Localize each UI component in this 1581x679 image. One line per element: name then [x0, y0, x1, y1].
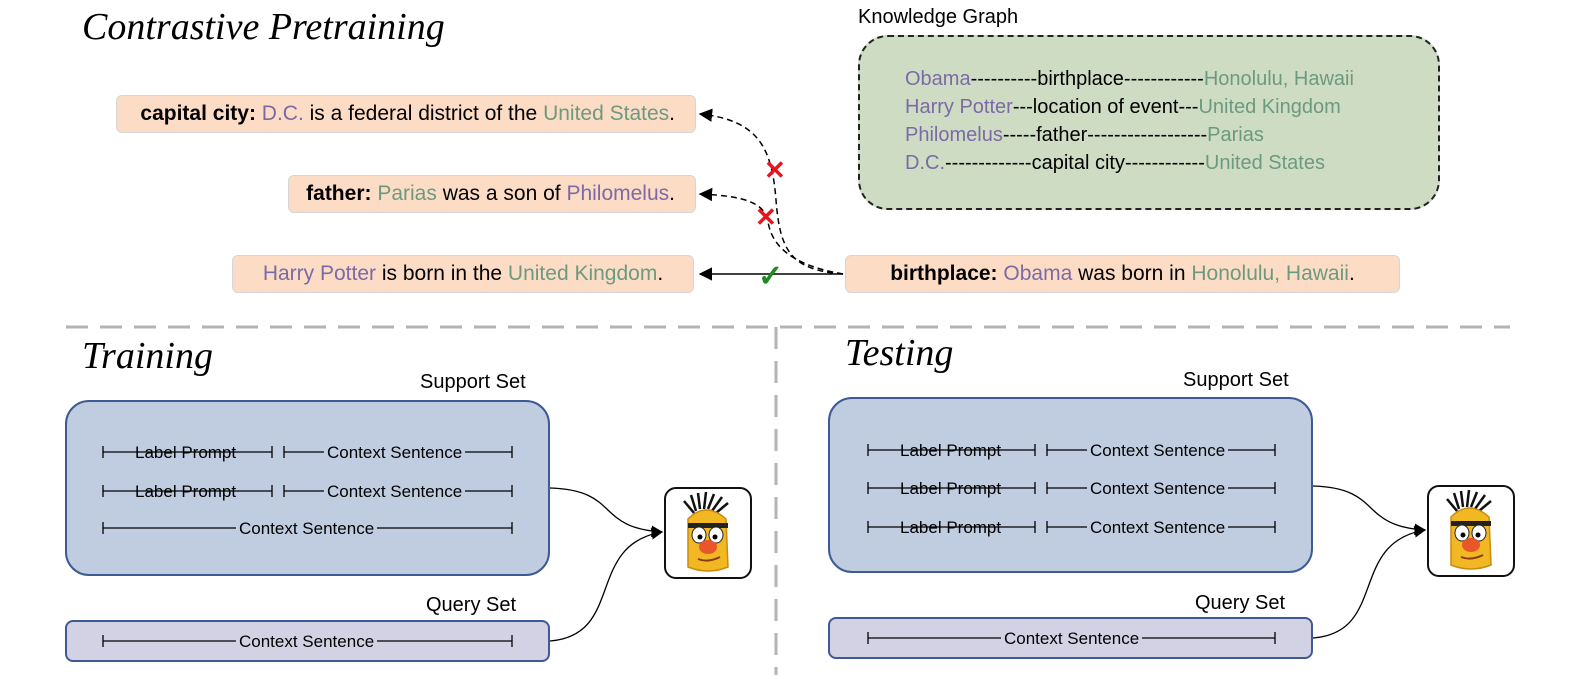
query-context-sentence: Context Sentence: [236, 633, 378, 650]
label-prompt-segment: Label Prompt: [900, 518, 1002, 537]
label-prompt-segment: Label Prompt: [135, 482, 237, 501]
head-entity: D.C.: [261, 102, 304, 125]
sentence-anchor-birthplace: birthplace: Obama was born in Honolulu, …: [845, 255, 1400, 293]
label-prompt-segment: Label Prompt: [900, 479, 1002, 498]
kg-head: Philomelus: [905, 124, 1003, 146]
cross-mark-icon: ✕: [755, 202, 777, 232]
kg-tail: United Kingdom: [1198, 96, 1341, 118]
training-support-set-label: Support Set: [420, 371, 526, 393]
context-sentence-segment: Context Sentence: [1087, 480, 1229, 497]
tail-entity: United States: [543, 102, 670, 125]
context-sentence-segment: Context Sentence: [236, 520, 378, 537]
negative-arrow-capital: [698, 108, 844, 275]
kg-triple: Philomelus-----father------------------P…: [905, 125, 1264, 145]
training-query-set-label: Query Set: [426, 594, 517, 616]
sentence-end: .: [1348, 262, 1355, 285]
sentence-father: father: Parias was a son of Philomelus.: [288, 175, 696, 213]
training-title: Training: [82, 335, 213, 377]
label-prompt-segment: Label Prompt: [135, 443, 237, 462]
kg-relation: -----father------------------: [1002, 124, 1208, 146]
tail-entity: Parias: [377, 182, 437, 205]
relation-label: capital city:: [140, 102, 256, 125]
head-entity: Harry Potter: [262, 262, 377, 285]
testing-title: Testing: [845, 332, 954, 374]
sentence-text: was born in: [1072, 262, 1192, 285]
check-mark-icon: ✓: [758, 260, 784, 293]
cross-mark-icon: ✕: [764, 155, 786, 185]
kg-head: D.C.: [905, 152, 945, 174]
training-support-set: [65, 400, 550, 576]
kg-head: Obama: [905, 68, 971, 90]
kg-tail: Honolulu, Hawaii: [1203, 68, 1354, 90]
knowledge-graph-box: Obama----------birthplace------------Hon…: [858, 35, 1440, 210]
kg-tail: United States: [1204, 152, 1325, 174]
sentence-text: was a son of: [436, 182, 567, 205]
sentence-text: is born in the: [376, 262, 508, 285]
kg-relation: -------------capital city------------: [945, 152, 1205, 174]
head-entity: Obama: [1003, 262, 1073, 285]
sentence-text: is a federal district of the: [303, 102, 544, 125]
kg-head: Harry Potter: [905, 96, 1013, 118]
context-sentence-segment: Context Sentence: [1087, 442, 1229, 459]
kg-triple: D.C.-------------capital city-----------…: [905, 153, 1325, 173]
relation-label: father:: [306, 182, 372, 205]
sentence-end: .: [669, 182, 675, 205]
testing-support-set-label: Support Set: [1183, 369, 1289, 391]
kg-relation: ----------birthplace------------: [970, 68, 1204, 90]
relation-label: birthplace:: [890, 262, 998, 285]
knowledge-graph-label: Knowledge Graph: [858, 6, 1019, 28]
contrastive-title: Contrastive Pretraining: [82, 6, 445, 48]
head-entity: Philomelus: [566, 182, 670, 205]
sentence-harry-potter: Harry Potter is born in the United Kingd…: [232, 255, 694, 293]
tail-entity: Honolulu, Hawaii: [1191, 262, 1349, 285]
bert-muppet-icon: [664, 487, 752, 579]
kg-tail: Parias: [1207, 124, 1264, 146]
context-sentence-segment: Context Sentence: [324, 444, 466, 461]
kg-triple: Obama----------birthplace------------Hon…: [905, 69, 1354, 89]
bert-muppet-icon: [1427, 485, 1515, 577]
context-sentence-segment: Context Sentence: [324, 483, 466, 500]
sentence-end: .: [657, 262, 664, 285]
kg-triple: Harry Potter---location of event---Unite…: [905, 97, 1341, 117]
kg-relation: ---location of event---: [1012, 96, 1199, 118]
testing-query-set-label: Query Set: [1195, 592, 1286, 614]
testing-support-set: [828, 397, 1313, 573]
query-context-sentence: Context Sentence: [1001, 630, 1143, 647]
sentence-end: .: [669, 102, 675, 125]
tail-entity: United Kingdom: [507, 262, 658, 285]
sentence-capital-city: capital city: D.C. is a federal district…: [116, 95, 696, 133]
label-prompt-segment: Label Prompt: [900, 441, 1002, 460]
context-sentence-segment: Context Sentence: [1087, 519, 1229, 536]
